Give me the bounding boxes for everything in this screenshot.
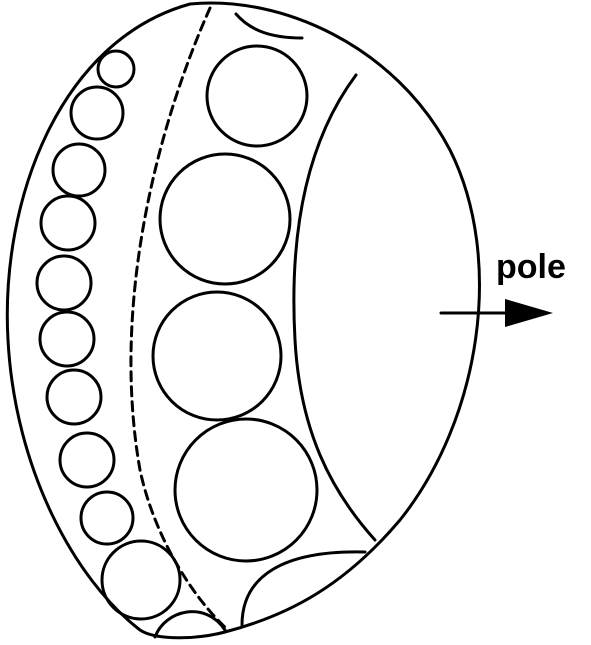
small-circle <box>69 85 125 141</box>
cell-outline <box>5 1 481 640</box>
pole-arrow-head <box>505 299 553 327</box>
small-circle <box>39 194 97 252</box>
inner-curve <box>292 73 377 542</box>
small-circle <box>51 142 107 198</box>
bottom-semicircle <box>153 610 227 639</box>
large-circle <box>158 152 292 286</box>
small-circle <box>38 310 96 368</box>
large-circle <box>151 290 283 422</box>
dashed-boundary <box>129 6 230 632</box>
top-cap-arc <box>234 12 304 40</box>
pole-label: pole <box>496 248 566 286</box>
large-circle <box>205 44 309 148</box>
small-circle <box>100 539 182 621</box>
small-circle <box>58 431 116 489</box>
large-circle <box>173 417 319 563</box>
small-circle <box>45 368 103 426</box>
small-circle <box>79 490 135 546</box>
small-circle <box>35 254 93 312</box>
small-circle <box>96 49 136 89</box>
bottom-arc <box>240 550 367 627</box>
